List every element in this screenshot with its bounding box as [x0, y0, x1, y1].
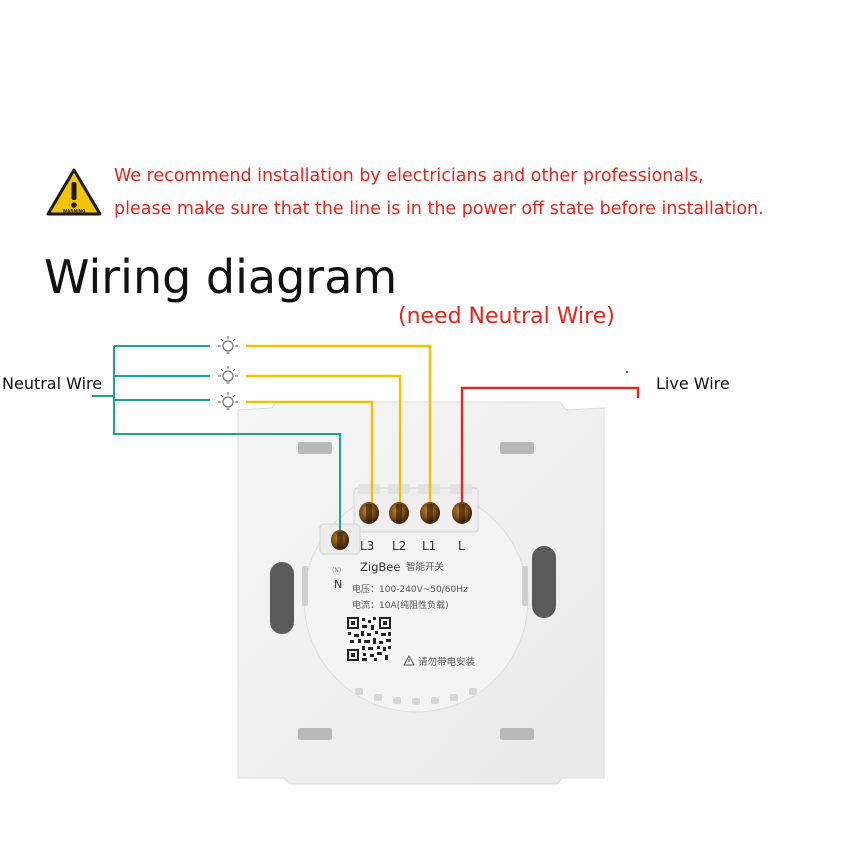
terminal-screw-l1	[420, 502, 440, 524]
module-warning-icon	[403, 654, 415, 666]
terminal-block	[353, 487, 479, 533]
terminal-screw-l3	[359, 502, 379, 524]
terminal-screw-n	[331, 530, 349, 550]
module-warning-text: 请勿带电安装	[418, 656, 476, 668]
terminal-label-n-small: (N)	[332, 567, 341, 574]
plate-hole-right	[532, 546, 556, 618]
neutral-wire-label: Neutral Wire	[2, 374, 103, 393]
module-current: 电流：10A(纯阻性负载)	[352, 599, 449, 611]
warning-line-2: please make sure that the line is in the…	[114, 199, 764, 219]
neutral-wires	[92, 345, 341, 538]
terminal-label-l: L	[458, 539, 465, 553]
terminal-label-l2: L2	[392, 539, 406, 553]
terminal-label-l1: L1	[422, 539, 436, 553]
module-voltage: 电压：100-240V~50/60Hz	[352, 583, 468, 595]
module-brand: ZigBee	[360, 560, 400, 574]
terminal-label-l3: L3	[360, 539, 374, 553]
warning-triangle-icon: WARNING	[46, 168, 102, 216]
page-subtitle: (need Neutral Wire)	[398, 304, 615, 329]
light-bulb-icon	[218, 336, 238, 354]
warning-line-1: We recommend installation by electrician…	[114, 166, 704, 186]
page-title: Wiring diagram	[44, 250, 398, 304]
live-wire-label: Live Wire	[656, 374, 730, 393]
module-vent-bumps	[355, 688, 477, 705]
light-bulb-icon	[218, 366, 238, 384]
plate-hole-left	[270, 562, 294, 634]
qr-code	[346, 616, 392, 662]
terminal-label-n: N	[334, 578, 342, 591]
live-wire	[460, 370, 640, 510]
plate-slot-bottom-right	[500, 728, 534, 740]
warning-icon-text: WARNING	[63, 209, 86, 214]
plate-slot-top-left	[298, 442, 332, 454]
terminal-screw-l	[452, 502, 472, 524]
plate-slot-top-right	[500, 442, 534, 454]
terminal-screw-l2	[389, 502, 409, 524]
light-bulb-icon	[218, 392, 238, 410]
load-wires	[246, 344, 432, 512]
plate-slot-bottom-left	[298, 728, 332, 740]
module-name: 智能开关	[406, 561, 445, 573]
